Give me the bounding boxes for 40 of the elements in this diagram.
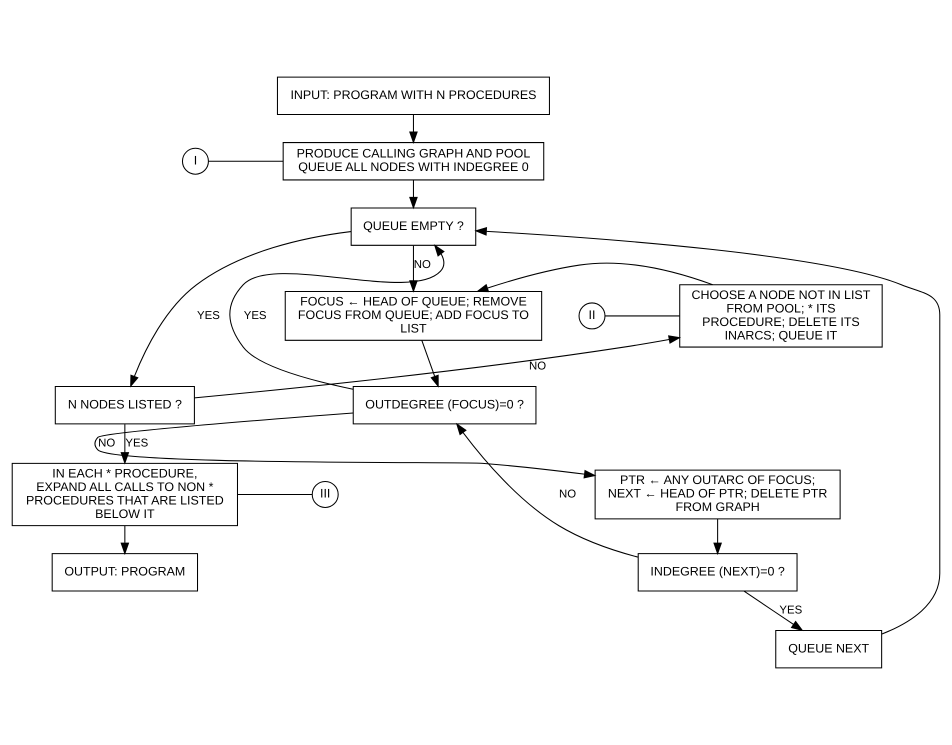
node-circle: I	[182, 148, 209, 175]
connector	[605, 315, 680, 316]
arrow	[421, 340, 439, 388]
node-box: PRODUCE CALLING GRAPH AND POOL QUEUE ALL NODES WITH INDEGREE 0	[282, 142, 544, 180]
arrow	[409, 180, 418, 210]
connector	[238, 494, 312, 495]
edge-label: YES	[125, 438, 148, 450]
arrow	[194, 335, 682, 398]
edge-label: YES	[197, 310, 220, 322]
node-box: FOCUS ← HEAD OF QUEUE; REMOVE FOCUS FROM QUEUE; ADD FOCUS TO LIST	[284, 291, 542, 341]
edge-label: NO	[98, 438, 116, 450]
arrow	[456, 422, 638, 558]
node-box: N NODES LISTED ?	[54, 386, 195, 424]
connector	[208, 160, 284, 162]
edge-label: YES	[779, 604, 802, 617]
edge-label: NO	[414, 258, 431, 271]
arrow	[476, 262, 713, 292]
node-box: PTR ← ANY OUTARC OF FOCUS; NEXT ← HEAD OF PTR; DELETE PTR FROM GRAPH	[594, 470, 841, 520]
arrow	[474, 227, 940, 634]
node-box: QUEUE EMPTY ?	[350, 207, 476, 246]
edge-label: NO	[528, 360, 546, 373]
arrow	[130, 231, 352, 388]
node-box: INPUT: PROGRAM WITH N PROCEDURES	[276, 76, 550, 116]
node-box: OUTPUT: PROGRAM	[52, 553, 198, 592]
edge-label: NO	[559, 488, 576, 500]
arrow	[94, 412, 596, 478]
arrow	[409, 114, 418, 144]
node-box: INDEGREE (NEXT)=0 ?	[638, 553, 798, 592]
arrow	[713, 519, 722, 556]
node-box: QUEUE NEXT	[775, 630, 882, 668]
node-circle: II	[578, 302, 606, 330]
arrow	[229, 244, 445, 390]
node-box: CHOOSE A NODE NOT IN LIST FROM POOL; * ITS PROCEDURE; DELETE ITS INARCS; QUEUE IT	[679, 284, 883, 348]
edge-label: YES	[244, 310, 267, 322]
node-circle: III	[312, 480, 339, 508]
arrow	[744, 590, 804, 632]
node-box: OUTDEGREE (FOCUS)=0 ?	[352, 386, 536, 424]
arrow	[120, 424, 130, 465]
arrow	[120, 526, 130, 556]
node-box: IN EACH * PROCEDURE, EXPAND ALL CALLS TO NON * PROCEDURES THAT ARE LISTED BELOW IT	[12, 462, 238, 526]
